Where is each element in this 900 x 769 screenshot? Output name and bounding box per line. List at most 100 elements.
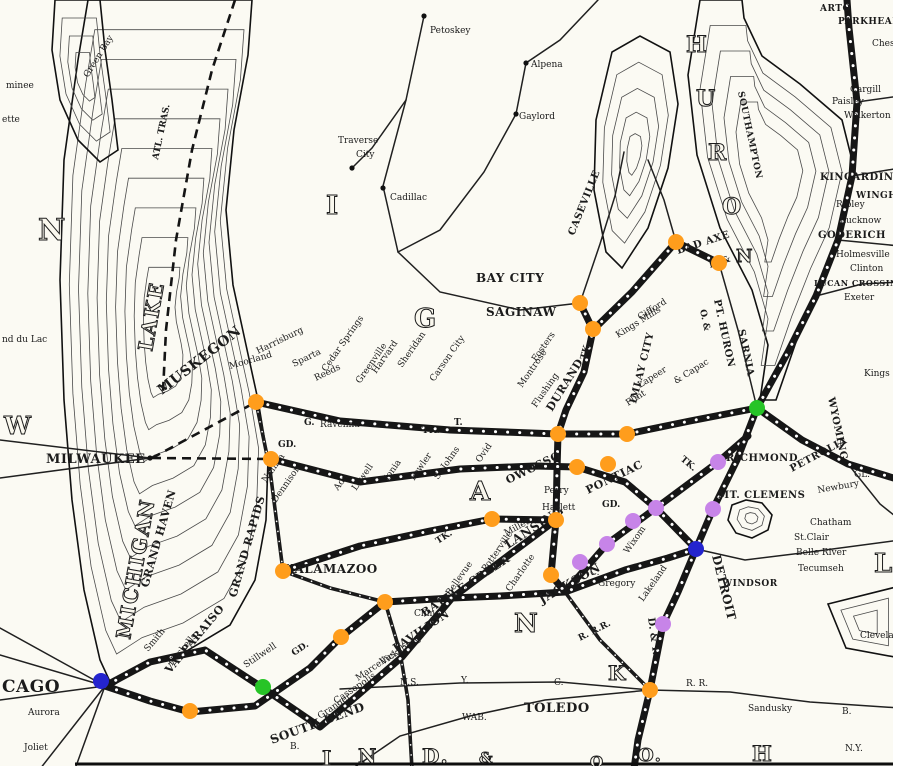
marker-orange[interactable]	[263, 451, 279, 467]
map-label: &	[479, 749, 495, 767]
marker-purple[interactable]	[625, 513, 641, 529]
map-label: O. &	[697, 309, 711, 332]
rail-line	[718, 262, 758, 409]
map-label: St.Johns	[432, 445, 462, 482]
marker-orange[interactable]	[543, 567, 559, 583]
marker-orange[interactable]	[711, 255, 727, 271]
map-label: MT. CLEMENS	[718, 490, 805, 501]
map-label: CAGO	[2, 677, 60, 697]
marker-green[interactable]	[749, 400, 765, 416]
marker-purple[interactable]	[599, 536, 615, 552]
water-contour	[59, 0, 269, 688]
map-label: Newbury	[817, 479, 861, 496]
map-label: & Capac	[672, 357, 711, 386]
water-contour	[687, 0, 856, 401]
map-label: H	[686, 32, 709, 58]
trunk-rail-ties	[632, 547, 698, 769]
map-label: T.	[454, 418, 463, 428]
water-contour	[74, 52, 96, 102]
marker-blue[interactable]	[93, 673, 109, 689]
map-label: SAGINAW	[486, 305, 557, 319]
marker-purple[interactable]	[655, 616, 671, 632]
map-label: TOLEDO	[524, 701, 590, 716]
map-label: Traverse	[338, 136, 378, 146]
trunk-rail-ties	[694, 406, 759, 551]
ferry-route-line	[151, 456, 272, 461]
marker-orange[interactable]	[333, 629, 349, 645]
rail-line	[815, 281, 900, 297]
rail-line-ties	[564, 591, 651, 691]
map-label: N.Y.	[845, 744, 863, 754]
marker-orange[interactable]	[550, 426, 566, 442]
marker-purple[interactable]	[710, 454, 726, 470]
map-label: G	[414, 304, 438, 334]
rail-line	[0, 627, 106, 687]
rail-line	[351, 689, 651, 769]
map-label: Ovid	[474, 442, 494, 465]
marker-orange[interactable]	[572, 295, 588, 311]
trunk-rail-line	[630, 545, 700, 769]
water-contour	[619, 111, 651, 197]
marker-orange[interactable]	[600, 456, 616, 472]
map-label: R. R.R.	[577, 619, 613, 644]
marker-green[interactable]	[255, 679, 271, 695]
map-label: R. R.	[686, 679, 708, 689]
water-contour	[699, 25, 843, 366]
town-dot	[513, 111, 519, 117]
map-label: WINDSOR	[721, 579, 778, 589]
map-label: Chesley	[872, 39, 900, 49]
marker-orange[interactable]	[642, 682, 658, 698]
water-contour	[51, 0, 119, 164]
marker-purple[interactable]	[572, 554, 588, 570]
water-contour	[59, 17, 111, 142]
map-label: N	[514, 609, 540, 639]
map-label: N	[38, 213, 67, 248]
marker-orange[interactable]	[619, 426, 635, 442]
trunk-rail-ties	[591, 240, 721, 332]
marker-orange[interactable]	[182, 703, 198, 719]
marker-orange[interactable]	[248, 394, 264, 410]
map-label: LUCAN CROSSING	[814, 278, 900, 288]
town-dot	[380, 185, 386, 191]
marker-purple[interactable]	[648, 500, 664, 516]
map-label: Climax	[414, 609, 446, 619]
water-contour	[736, 506, 765, 531]
marker-orange[interactable]	[275, 563, 291, 579]
map-label: GD.	[278, 440, 296, 450]
map-label: Gaylord	[519, 112, 555, 122]
map-label: SARNIA	[735, 328, 756, 377]
map-label: Joliet	[23, 743, 48, 753]
map-label: Tecumseh	[798, 564, 844, 574]
right-margin	[893, 0, 900, 769]
town-dot	[421, 13, 427, 19]
water-contour	[711, 50, 830, 332]
marker-blue[interactable]	[688, 541, 704, 557]
map-label: U	[696, 86, 717, 112]
map-label: minee	[6, 81, 34, 91]
map-label: N	[358, 744, 378, 768]
map-label: Cadillac	[390, 193, 427, 203]
rail-line	[647, 159, 677, 243]
map-label: Ripley	[836, 200, 866, 210]
map-label: Alpena	[530, 60, 563, 70]
marker-orange[interactable]	[548, 512, 564, 528]
rail-line	[0, 654, 106, 687]
map-label: ette	[2, 115, 20, 125]
map-label: Lucknow	[840, 216, 881, 226]
trunk-rail-ties	[556, 301, 595, 436]
marker-orange[interactable]	[668, 234, 684, 250]
marker-orange[interactable]	[484, 511, 500, 527]
trunk-rail-ties	[755, 0, 859, 410]
map-label: O	[590, 753, 605, 769]
rail-line	[74, 685, 106, 769]
rail-line	[649, 689, 900, 709]
marker-orange[interactable]	[569, 459, 585, 475]
marker-orange[interactable]	[585, 321, 601, 337]
water-contour	[593, 35, 679, 270]
water-contour	[115, 177, 212, 495]
marker-orange[interactable]	[377, 594, 393, 610]
marker-purple[interactable]	[705, 501, 721, 517]
map-label: Stillwell	[242, 641, 279, 670]
